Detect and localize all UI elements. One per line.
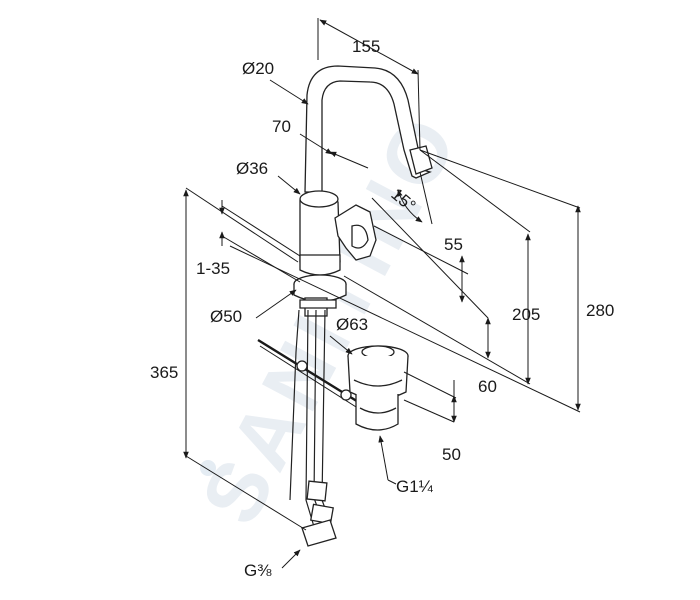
dim-dia-20: Ø20	[242, 59, 274, 78]
dim-thread-g114: G1¼	[396, 477, 434, 496]
supply-hoses	[289, 309, 337, 547]
dim-height-365: 365	[150, 363, 178, 382]
dim-height-50: 50	[442, 445, 461, 464]
dim-dia-36: Ø36	[236, 159, 268, 178]
pop-up-rod	[257, 338, 369, 413]
dimension-lines	[183, 18, 581, 569]
dim-height-280: 280	[586, 301, 614, 320]
dim-thread-g38: G⅜	[244, 561, 272, 580]
dim-height-205: 205	[512, 305, 540, 324]
dim-height-55: 55	[444, 235, 463, 254]
pop-up-waste	[347, 345, 409, 431]
dim-reach-70: 70	[272, 117, 291, 136]
faucet-base-and-shank	[293, 274, 347, 317]
faucet-body	[299, 190, 377, 276]
dim-dia-63: Ø63	[336, 315, 368, 334]
dim-dia-50: Ø50	[210, 307, 242, 326]
dimension-labels: 155 Ø20 70 Ø36 15° 55 1-35 Ø50 205 280 Ø…	[150, 37, 614, 580]
dim-height-60: 60	[478, 377, 497, 396]
dim-adjust-1-35: 1-35	[196, 259, 230, 278]
dim-width-155: 155	[352, 37, 380, 56]
